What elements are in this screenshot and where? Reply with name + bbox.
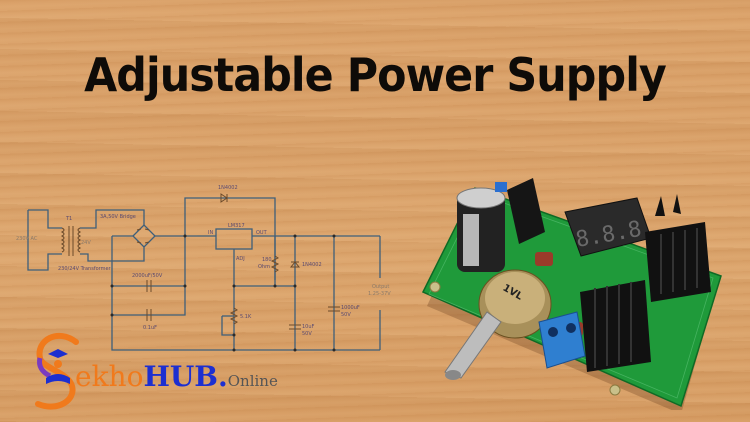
heatsink	[580, 194, 711, 372]
label-cap-out-voltage: 50V	[341, 312, 351, 318]
label-reg-in: IN	[208, 230, 213, 236]
label-regulator: LM317	[228, 223, 245, 229]
power-supply-board-photo: 8.8.8 1VL	[415, 172, 750, 414]
label-resistor: 180	[262, 257, 272, 263]
logo-part-hub: HUB	[143, 360, 218, 393]
label-pot: 5.1K	[240, 314, 252, 320]
label-resistor-unit: Ohm	[258, 264, 270, 270]
label-cap-adj-voltage: 50V	[302, 331, 312, 337]
label-reg-out: OUT	[256, 230, 268, 236]
sekhohub-logo[interactable]: ekhoHUB.Online	[28, 332, 308, 412]
label-ac-input: 230V AC	[16, 236, 38, 242]
electrolytic-capacitor	[456, 187, 506, 272]
page-title: Adjustable Power Supply	[84, 48, 667, 102]
label-cap-adj: 10uF	[302, 324, 315, 330]
label-diode-top: 1N4002	[218, 185, 238, 191]
logo-dot: .	[217, 360, 228, 393]
circuit-schematic: 230V AC T1 230/24V Transformer 24V 3A,50…	[0, 170, 400, 360]
potentiometer: 1VL	[444, 269, 552, 380]
label-transformer: 230/24V Transformer	[58, 266, 112, 272]
terminal-block	[538, 311, 586, 369]
logo-part-ekho: ekho	[75, 360, 144, 393]
label-cap-out: 1000uF	[341, 305, 360, 311]
logo-wordmark: ekhoHUB.Online	[75, 360, 278, 393]
book-icon	[46, 374, 70, 384]
schematic-diagram: 230V AC T1 230/24V Transformer 24V 3A,50…	[16, 185, 391, 352]
label-diode-right: 1N4002	[302, 262, 322, 268]
label-output-range: 1.25-37V	[368, 291, 391, 297]
logo-part-online: Online	[227, 372, 278, 390]
logo-s-icon	[35, 332, 79, 410]
graduation-cap-icon	[48, 349, 68, 358]
label-cap-filter: 2000uF/50V	[132, 273, 163, 279]
label-reg-adj: ADJ	[236, 256, 245, 262]
label-cap-small: 0.1uF	[143, 325, 157, 331]
label-transformer-ref: T1	[65, 216, 72, 222]
label-output: Output	[372, 284, 389, 290]
label-secondary: 24V	[81, 240, 91, 246]
label-bridge: 3A,50V Bridge	[100, 214, 136, 220]
